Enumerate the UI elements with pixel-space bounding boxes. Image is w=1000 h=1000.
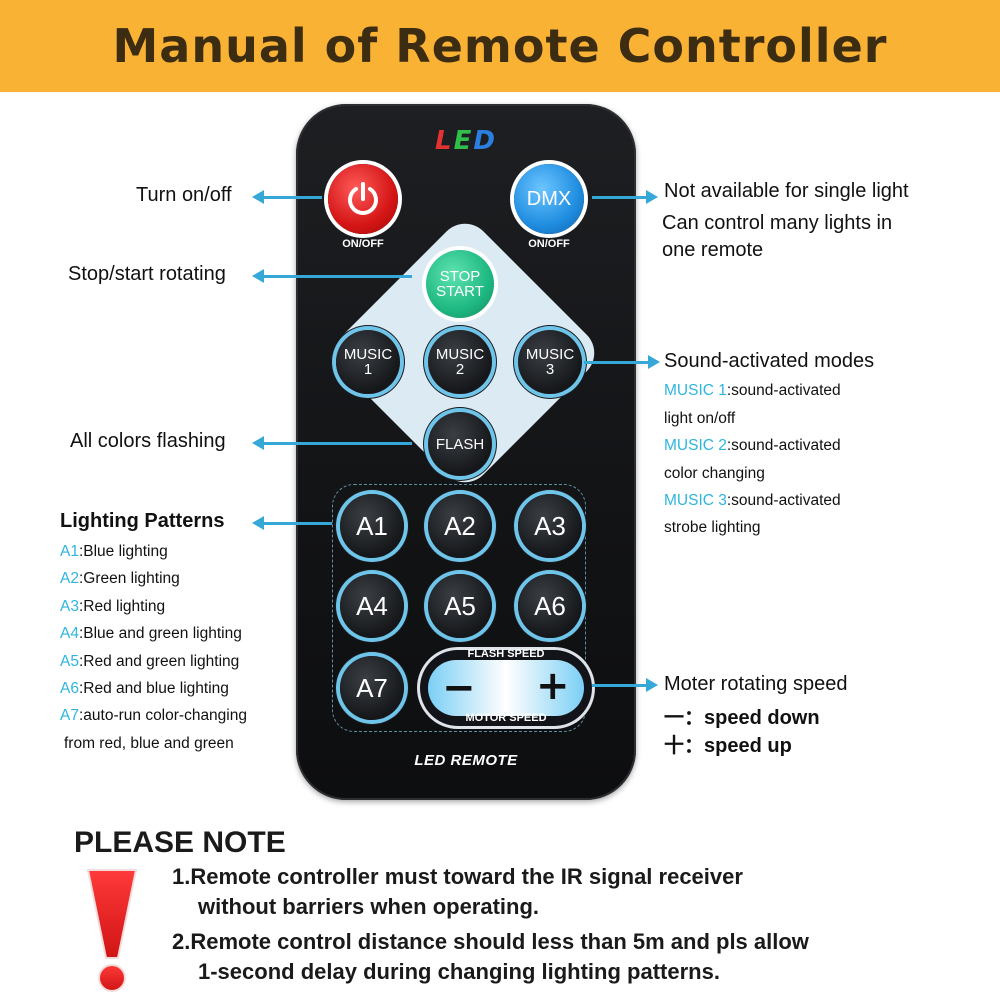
list-item: MUSIC 1:sound-activated bbox=[664, 382, 841, 399]
list-item: color changing bbox=[664, 465, 765, 482]
title-banner: Manual of Remote Controller bbox=[0, 0, 1000, 92]
a7-button[interactable]: A7 bbox=[340, 656, 404, 720]
motor-speed-title: Moter rotating speed bbox=[664, 673, 848, 695]
stop-start-rotating-label: Stop/start rotating bbox=[68, 263, 226, 285]
note-line-1b: without barriers when operating. bbox=[198, 894, 540, 919]
remote-footer-label: LED REMOTE bbox=[414, 752, 518, 769]
list-item: MUSIC 2:sound-activated bbox=[664, 437, 841, 454]
exclamation-icon bbox=[86, 869, 138, 992]
list-item: MUSIC 3:sound-activated bbox=[664, 492, 841, 509]
note-line-1a: 1.Remote controller must toward the IR s… bbox=[172, 864, 743, 889]
speed-rocker bbox=[428, 660, 584, 716]
speed-control: FLASH SPEED MOTOR SPEED − + bbox=[420, 648, 592, 726]
dmx-note-line-1: Not available for single light bbox=[664, 180, 909, 202]
speed-down-label: 一：speed down bbox=[664, 707, 820, 729]
turn-on-off-label: Turn on/off bbox=[136, 184, 232, 206]
please-note-title: PLEASE NOTE bbox=[74, 826, 286, 859]
flash-speed-label: FLASH SPEED bbox=[467, 648, 545, 660]
a1-button[interactable]: A1 bbox=[340, 494, 404, 558]
list-item: A7:auto-run color-changing bbox=[60, 707, 247, 724]
arrow-turn-on-off bbox=[252, 190, 322, 204]
arrow-dmx bbox=[592, 190, 658, 204]
a6-button[interactable]: A6 bbox=[518, 574, 582, 638]
speed-up-button[interactable]: + bbox=[536, 663, 570, 709]
list-item: A2:Green lighting bbox=[60, 570, 180, 587]
list-item: strobe lighting bbox=[664, 519, 761, 536]
lighting-patterns-title: Lighting Patterns bbox=[60, 510, 225, 532]
note-line-2b: 1-second delay during changing lighting … bbox=[198, 959, 720, 984]
dmx-note-line-2: Can control many lights in bbox=[662, 212, 893, 234]
arrow-motor bbox=[592, 678, 658, 692]
list-item: A6:Red and blue lighting bbox=[60, 680, 229, 697]
a2-button[interactable]: A2 bbox=[428, 494, 492, 558]
led-logo: LED bbox=[435, 126, 497, 156]
dmx-label: ON/OFF bbox=[528, 238, 570, 250]
pattern-button-panel bbox=[332, 484, 586, 732]
dmx-button[interactable]: DMX bbox=[514, 164, 584, 234]
list-item: light on/off bbox=[664, 410, 736, 427]
list-item: A1:Blue lighting bbox=[60, 543, 168, 560]
page-title: Manual of Remote Controller bbox=[112, 19, 888, 73]
dmx-note-line-3: one remote bbox=[662, 239, 764, 261]
a3-button[interactable]: A3 bbox=[518, 494, 582, 558]
stop-start-button[interactable]: STOP START bbox=[426, 250, 494, 318]
arrow-stop-start bbox=[252, 269, 412, 283]
flash-button[interactable]: FLASH bbox=[428, 412, 492, 476]
arrow-sound bbox=[584, 355, 660, 369]
arrow-patterns bbox=[252, 516, 332, 530]
note-line-2a: 2.Remote control distance should less th… bbox=[172, 929, 809, 954]
power-icon bbox=[348, 182, 378, 215]
a4-button[interactable]: A4 bbox=[340, 574, 404, 638]
arrow-flash bbox=[252, 436, 412, 450]
sound-modes-title: Sound-activated modes bbox=[664, 350, 875, 372]
motor-speed-label: MOTOR SPEED bbox=[465, 712, 547, 724]
a5-button[interactable]: A5 bbox=[428, 574, 492, 638]
power-label: ON/OFF bbox=[342, 238, 384, 250]
all-colors-flashing-label: All colors flashing bbox=[70, 430, 226, 452]
power-button[interactable] bbox=[328, 164, 398, 234]
list-item: A5:Red and green lighting bbox=[60, 653, 240, 670]
list-item: A4:Blue and green lighting bbox=[60, 625, 242, 642]
list-item-continuation: from red, blue and green bbox=[64, 735, 234, 752]
speed-down-button[interactable]: − bbox=[442, 665, 476, 711]
speed-up-label: 十：speed up bbox=[664, 735, 792, 757]
list-item: A3:Red lighting bbox=[60, 598, 166, 615]
